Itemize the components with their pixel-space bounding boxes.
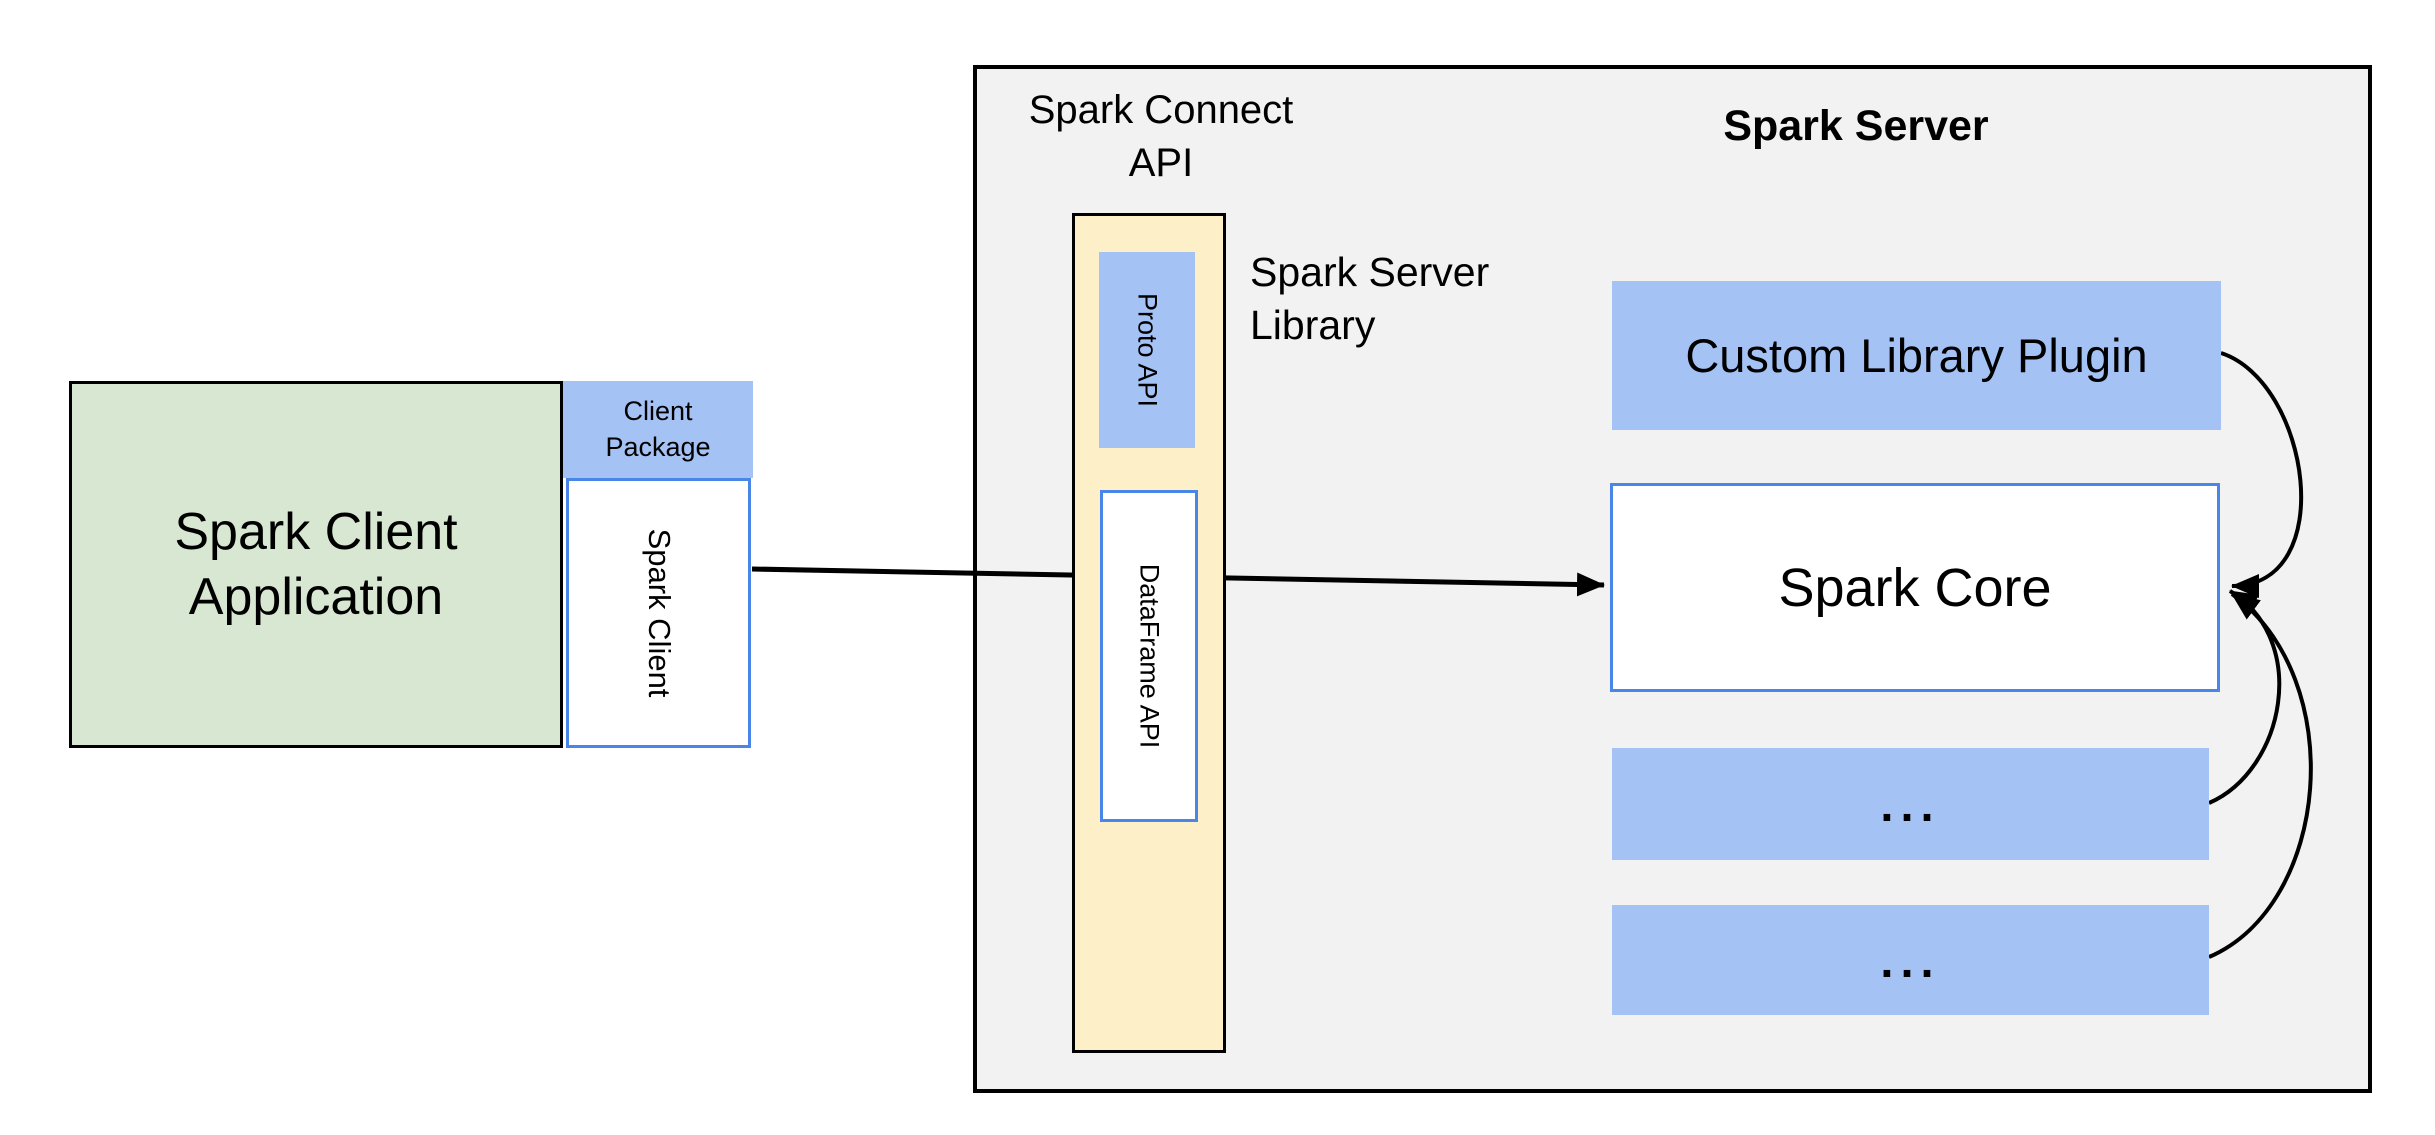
- plugin-row-1-box: ...: [1612, 748, 2209, 860]
- spark-client-box: Spark Client: [566, 478, 751, 748]
- client-package-box: Client Package: [563, 381, 753, 478]
- plugin-row-2-box: ...: [1612, 905, 2209, 1015]
- spark-server-library-label: Spark Server Library: [1250, 249, 1490, 349]
- custom-library-plugin-box: Custom Library Plugin: [1612, 281, 2221, 430]
- proto-api-label: Proto API: [1132, 292, 1163, 408]
- spark-core-label: Spark Core: [1778, 557, 2052, 618]
- proto-api-box: Proto API: [1099, 252, 1195, 448]
- spark-client-application-label: Spark Client Application: [174, 503, 458, 626]
- plugin-row-1-ellipsis: ...: [1880, 777, 1941, 831]
- dataframe-api-label: DataFrame API: [1134, 563, 1165, 749]
- spark-client-application-box: Spark Client Application: [69, 381, 563, 748]
- spark-connect-api-label: Spark Connect API: [1028, 88, 1294, 185]
- plugin-row-2-ellipsis: ...: [1880, 933, 1941, 987]
- dataframe-api-box: DataFrame API: [1100, 490, 1198, 822]
- client-package-label: Client Package: [605, 395, 711, 462]
- spark-server-title: Spark Server: [1723, 102, 1989, 150]
- custom-library-plugin-label: Custom Library Plugin: [1685, 329, 2148, 382]
- spark-client-label: Spark Client: [641, 528, 677, 698]
- spark-core-box: Spark Core: [1610, 483, 2220, 692]
